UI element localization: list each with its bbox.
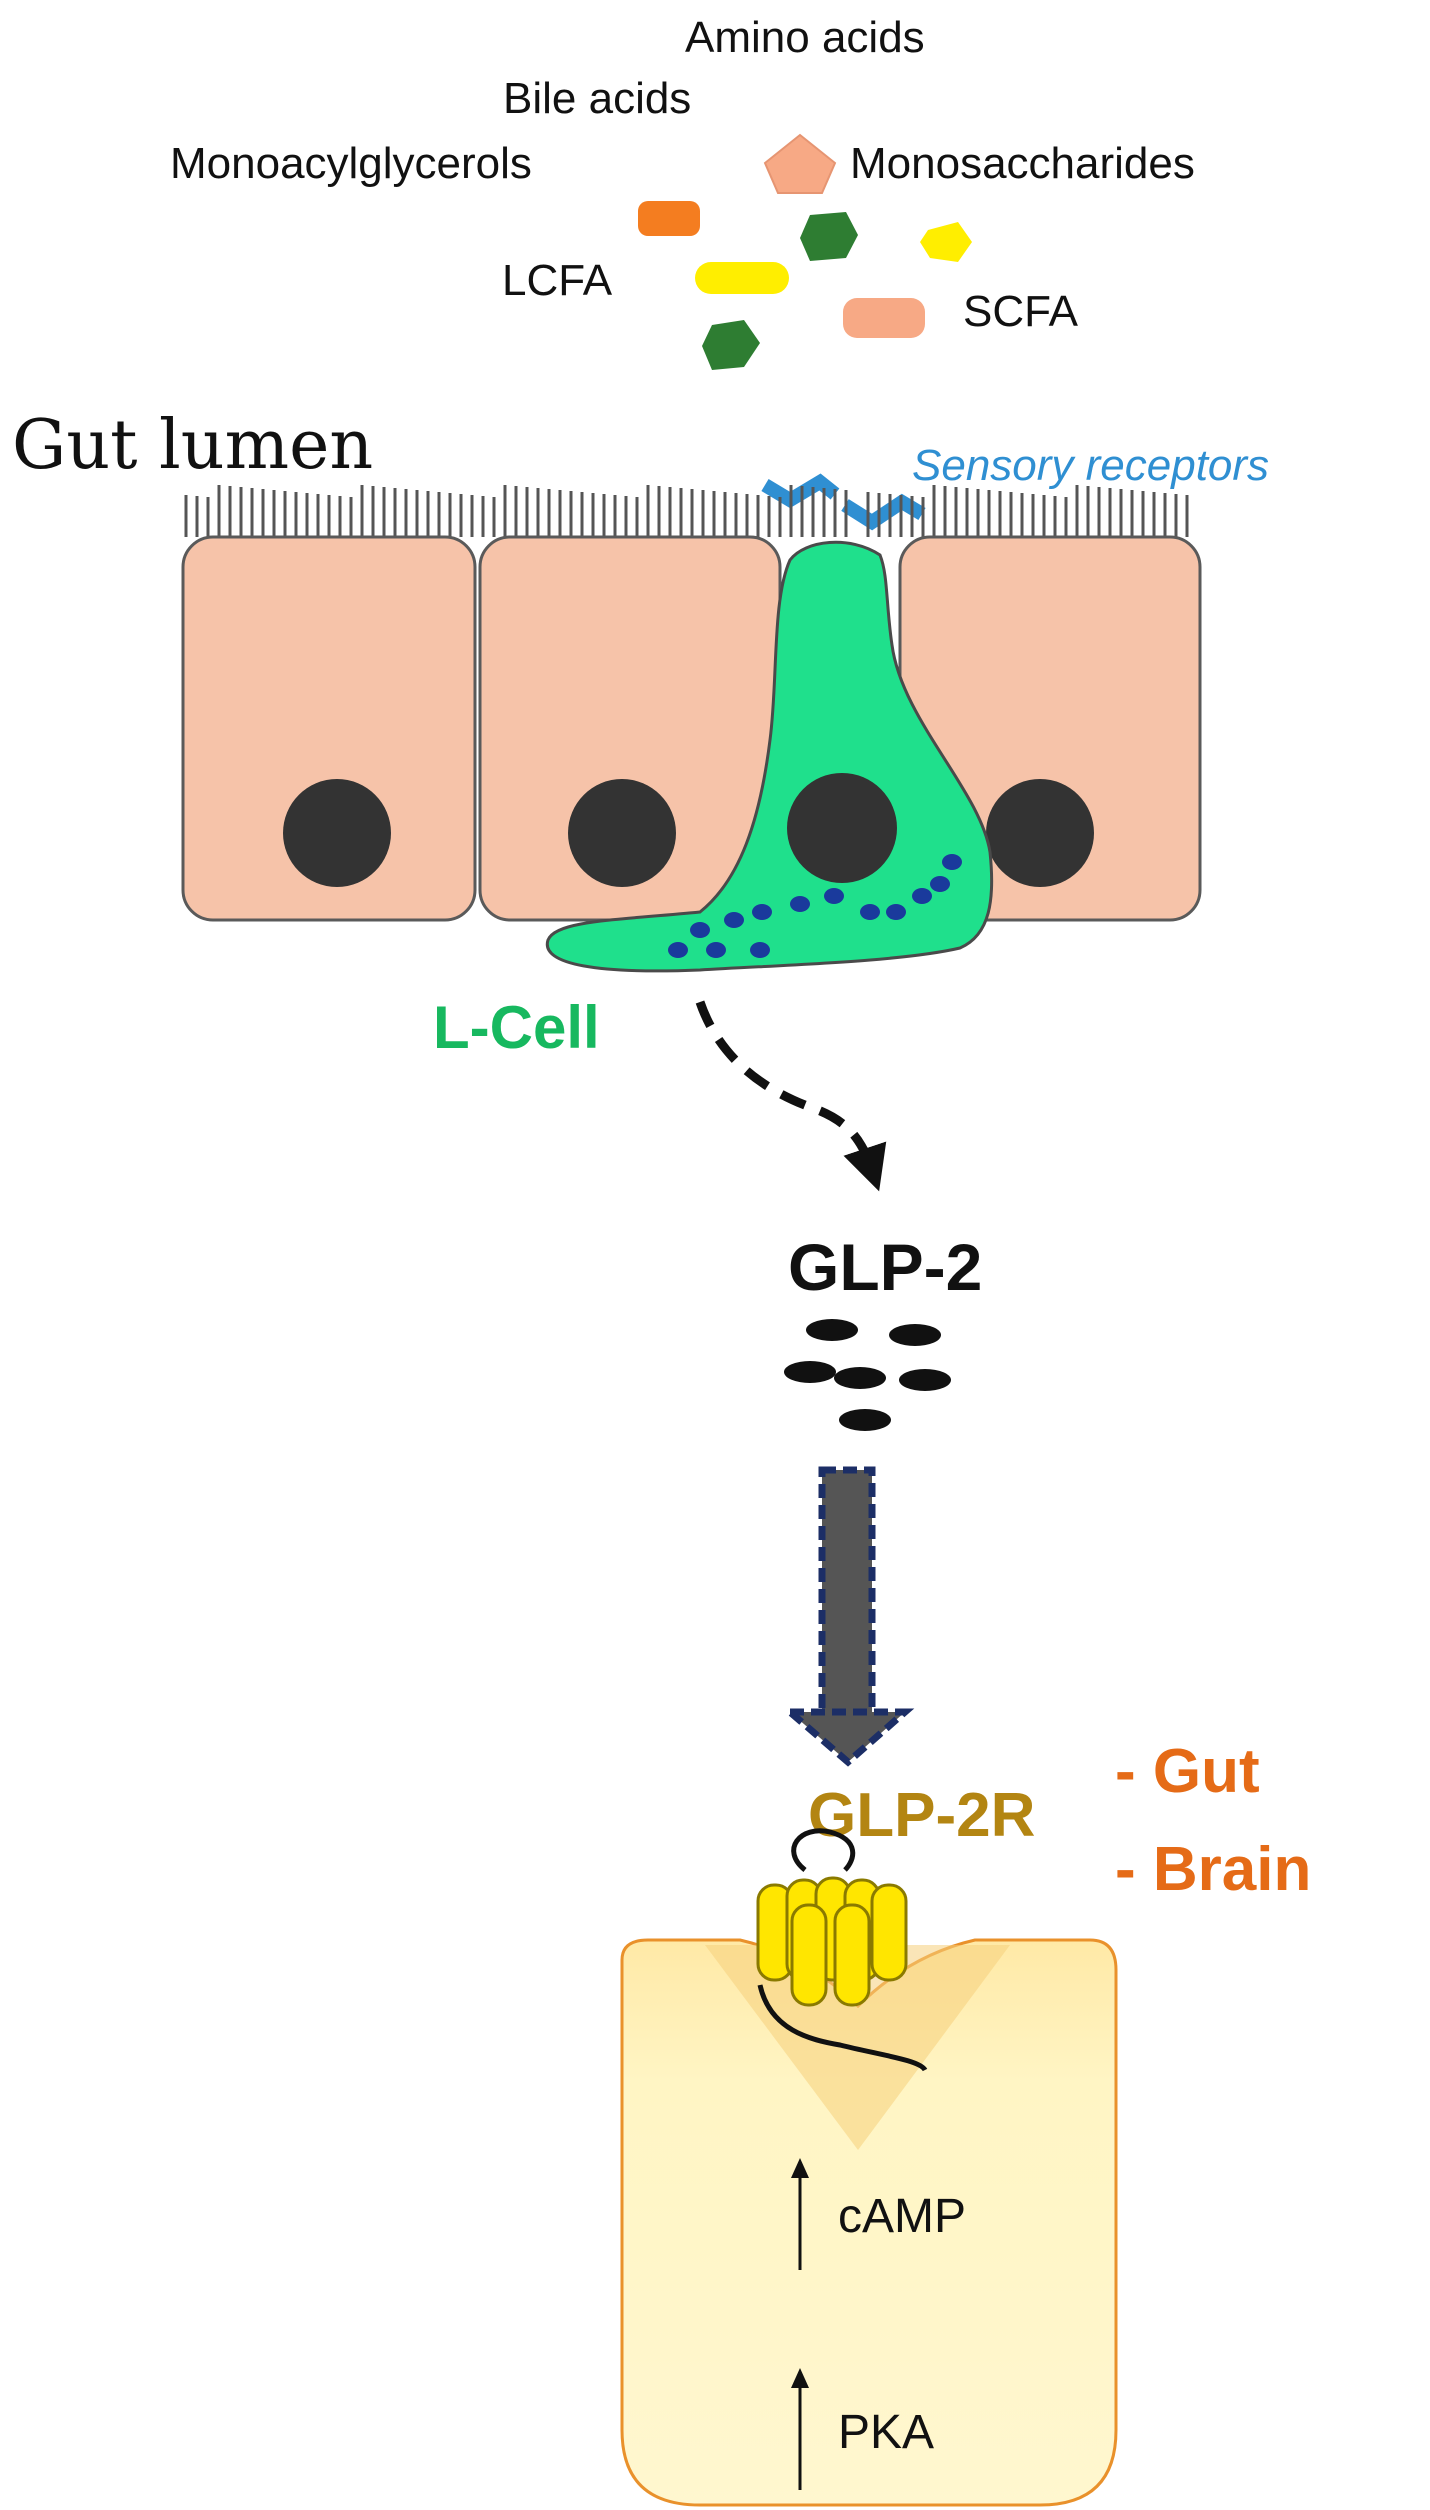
target-cell-membrane xyxy=(620,1938,1118,2507)
microvilli xyxy=(184,485,1189,537)
nutrient-labels: Amino acids Bile acids Monoacylglycerols… xyxy=(170,13,1195,336)
small-yellow-hexagon xyxy=(920,222,972,262)
scfa-label: SCFA xyxy=(963,287,1079,336)
granule xyxy=(860,904,880,920)
lcfa-pill xyxy=(695,262,789,294)
glp2-molecules xyxy=(784,1319,951,1431)
glp2-molecule xyxy=(784,1361,836,1383)
down-arrow xyxy=(780,1466,915,1767)
glp2-molecule xyxy=(839,1409,891,1431)
secretory-granules xyxy=(668,854,962,958)
nucleus-4 xyxy=(986,779,1094,887)
glp2-molecule xyxy=(889,1324,941,1346)
granule xyxy=(690,922,710,938)
monoacylglycerols-label: Monoacylglycerols xyxy=(170,139,532,188)
granule xyxy=(942,854,962,870)
camp-up-arrow xyxy=(791,2158,809,2270)
granule xyxy=(912,888,932,904)
l-cell-nucleus xyxy=(787,773,897,883)
sensory-receptors-label: Sensory receptors xyxy=(912,441,1269,490)
granule xyxy=(752,904,772,920)
nucleus-1 xyxy=(283,779,391,887)
amino-acid-hexagon-2 xyxy=(702,320,760,370)
nucleus-2 xyxy=(568,779,676,887)
target-brain-label: - Brain xyxy=(1115,1835,1311,1904)
glp2-molecule xyxy=(899,1369,951,1391)
amino-acids-label: Amino acids xyxy=(685,13,925,62)
pka-label: PKA xyxy=(838,2406,934,2459)
target-gut-label: - Gut xyxy=(1115,1737,1260,1806)
granule xyxy=(750,942,770,958)
sensory-receptor-icon-2 xyxy=(841,493,926,531)
monosaccharide-hexagon xyxy=(763,133,837,194)
nutrient-shapes xyxy=(638,133,972,370)
monosaccharides-label: Monosaccharides xyxy=(850,139,1195,188)
gut-lumen-title: Gut lumen xyxy=(12,406,373,485)
camp-label: cAMP xyxy=(838,2190,966,2243)
granule xyxy=(886,904,906,920)
granule xyxy=(668,942,688,958)
granule xyxy=(930,876,950,892)
glp2-label: GLP-2 xyxy=(788,1230,982,1304)
granule xyxy=(790,896,810,912)
granule xyxy=(824,888,844,904)
pka-up-arrow xyxy=(791,2368,809,2490)
lcfa-label: LCFA xyxy=(502,256,613,305)
glp2-molecule xyxy=(806,1319,858,1341)
scfa-pill xyxy=(843,298,925,338)
sensory-receptor-icon-1 xyxy=(761,473,840,509)
secretion-arrow xyxy=(695,1000,887,1192)
bile-acid-pill xyxy=(638,201,700,236)
amino-acid-hexagon-1 xyxy=(800,212,858,261)
granule xyxy=(706,942,726,958)
enterocyte-1 xyxy=(181,535,477,922)
bile-acids-label: Bile acids xyxy=(503,74,691,123)
l-cell-label: L-Cell xyxy=(433,994,600,1061)
granule xyxy=(724,912,744,928)
glp2-molecule xyxy=(834,1367,886,1389)
glp2r-receptor-icon xyxy=(756,1828,928,2072)
epithelium xyxy=(181,535,1202,973)
